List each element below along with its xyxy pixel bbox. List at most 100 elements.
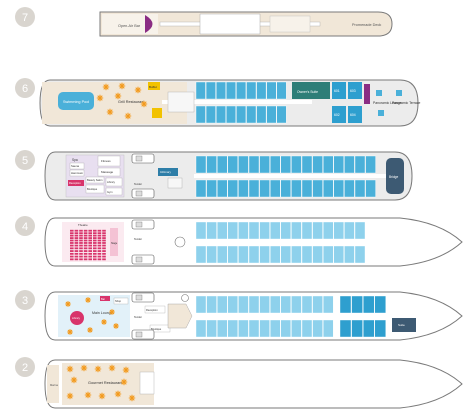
theatre-seat: [79, 255, 83, 258]
cabin: [215, 105, 226, 124]
buffet-label: Buffet: [149, 85, 157, 89]
theatre-seat: [70, 242, 74, 244]
theatre-seat: [88, 247, 92, 250]
theatre-seat: [83, 244, 88, 247]
deck-7: 7 Open-Air Bar Promenade Deck: [15, 7, 393, 37]
table-star: [134, 86, 142, 94]
swimming-pool-label: Swimming Pool: [63, 100, 89, 104]
cabin: [216, 245, 228, 264]
theatre-seat: [97, 229, 102, 232]
massage-room: [97, 167, 121, 177]
theatre-seat: [74, 234, 79, 237]
deck-6-corridor: [162, 100, 312, 104]
cabin: [226, 105, 237, 124]
cabin: [259, 295, 270, 314]
tender-boat-4: [131, 254, 155, 265]
cabin: [248, 179, 260, 198]
main-lounge-label: Main Lounge: [92, 311, 113, 315]
panoramic-terrace-label: Panoramic Terrace: [392, 101, 421, 105]
table-star: [84, 391, 92, 399]
theatre-seat: [88, 237, 92, 239]
theatre-seat: [93, 258, 97, 261]
cabin: [323, 221, 334, 240]
theatre-seat: [83, 237, 88, 239]
theatre-seat: [70, 232, 74, 235]
deck-2: 2 Marina Gourmet Restaurant: [15, 357, 463, 409]
atrium: [167, 303, 193, 329]
library-label: Library: [107, 180, 116, 184]
tender-boat-1: [131, 153, 155, 164]
deck-6: 6 Swimming Pool Grill Restaurant Buffet …: [15, 78, 421, 127]
cabin: [206, 221, 217, 240]
cabin: [227, 319, 239, 338]
theatre-seat: [93, 234, 97, 237]
bar-counter: [100, 296, 110, 301]
table-star: [70, 376, 78, 384]
cabin: [354, 245, 366, 264]
boutique-room: [85, 184, 105, 194]
cabin: [195, 295, 207, 314]
table-star: [124, 112, 132, 120]
theatre-seat: [88, 250, 92, 252]
theatre-seat: [83, 247, 88, 250]
theatre-seat: [70, 229, 74, 232]
tender-label: Tender: [134, 237, 142, 241]
table-star: [122, 366, 130, 374]
cabin: [323, 155, 334, 174]
theatre-seat: [93, 244, 97, 247]
tender-label: Tender: [134, 182, 142, 186]
spa-label: Spa: [72, 158, 78, 162]
theatre-seat: [102, 242, 106, 244]
fitness-room: [97, 155, 121, 167]
cabin: [259, 319, 270, 338]
cabin: [312, 221, 323, 240]
cabin: [351, 319, 363, 338]
theatre-stage: [110, 228, 118, 256]
cabin: [333, 245, 344, 264]
theatre-seat: [88, 252, 92, 255]
cabin: [351, 295, 363, 314]
cabin: [339, 319, 352, 338]
cabin: [238, 155, 249, 174]
cabin: [195, 179, 207, 198]
service-block: [152, 108, 162, 118]
theatre-seat: [74, 255, 79, 258]
theatre-seat: [93, 247, 97, 250]
cabin: [216, 155, 228, 174]
suite-602-label: 602: [334, 113, 340, 117]
deck-number-badge: [15, 357, 35, 377]
deck-6-cabin-block: [195, 81, 287, 124]
cabin: [227, 221, 239, 240]
theatre-seat: [88, 232, 92, 235]
cabin: [270, 319, 281, 338]
theatre-seat: [88, 234, 92, 237]
cabin: [333, 221, 344, 240]
theatre-seat: [74, 244, 79, 247]
massage-label: Massage: [101, 170, 114, 174]
theatre-seat: [74, 258, 79, 261]
panoramic-lounge-label: Panoramic Lounge: [373, 101, 402, 105]
table-star: [65, 301, 71, 307]
theatre-seat: [74, 242, 79, 244]
cabin: [215, 81, 226, 100]
table-star: [101, 319, 107, 325]
library-rotunda: [70, 311, 84, 325]
theatre-seat: [97, 237, 102, 239]
open-air-bar-label: Open-Air Bar: [118, 24, 141, 28]
beauty-salon: [85, 176, 105, 184]
table-star: [85, 297, 91, 303]
table-star: [106, 108, 114, 116]
theatre-seat: [88, 244, 92, 247]
theatre-label: Theatre: [78, 223, 88, 227]
table-star: [87, 327, 93, 333]
cabin: [365, 179, 376, 198]
cabin: [246, 105, 257, 124]
theatre-seat: [74, 232, 79, 235]
theatre-seat: [79, 229, 83, 232]
cabin: [205, 81, 216, 100]
theatre-seating: [70, 229, 106, 261]
cabin: [301, 221, 313, 240]
bridge-label: Bridge: [389, 175, 398, 179]
cabin: [291, 221, 302, 240]
